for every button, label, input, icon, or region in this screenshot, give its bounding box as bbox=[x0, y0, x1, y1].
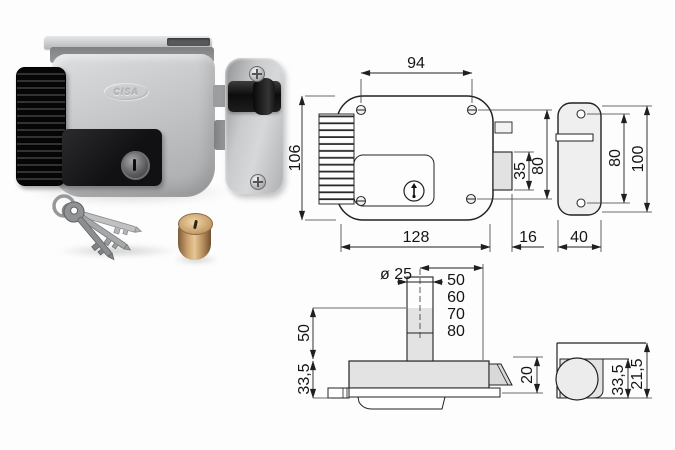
section-cylinder bbox=[406, 276, 434, 362]
screw-top bbox=[249, 66, 265, 82]
dim-keeper-inner: 33,5 bbox=[610, 364, 627, 395]
section-lower-cover bbox=[357, 396, 446, 410]
dim-front-bottom-width: 128 bbox=[403, 229, 430, 246]
dim-front-bolt-height: 35 bbox=[512, 162, 529, 180]
strike-top-drawing: 33,5 21,5 bbox=[555, 342, 652, 401]
lock-coil-cover-ribbed bbox=[16, 67, 66, 186]
cooling-fins bbox=[318, 113, 355, 205]
dim-front-bolt-throw: 16 bbox=[519, 229, 537, 246]
dim-front-height: 106 bbox=[287, 145, 304, 172]
dim-section-bolt: 20 bbox=[519, 366, 536, 384]
brand-emboss: CISA bbox=[104, 83, 148, 100]
keys-shadow bbox=[55, 244, 180, 258]
dim-cylinder-diameter: ø 25 bbox=[380, 266, 412, 283]
dim-keeper-outer: 21,5 bbox=[629, 358, 646, 389]
dim-length-option-1: 50 bbox=[447, 272, 465, 289]
keys-photo bbox=[52, 194, 143, 261]
dim-front-hole-spacing: 80 bbox=[530, 157, 547, 175]
lock-lid-slot bbox=[167, 38, 210, 46]
key-3 bbox=[63, 201, 115, 261]
dim-length-option-3: 70 bbox=[447, 306, 465, 323]
strike-side-drawing: 80 100 40 bbox=[555, 102, 652, 252]
dim-length-option-4: 80 bbox=[447, 323, 465, 340]
screw-bottom bbox=[250, 174, 266, 190]
dim-length-option-2: 60 bbox=[447, 289, 465, 306]
keyhole-slit bbox=[133, 159, 136, 171]
section-base-plate bbox=[348, 387, 501, 398]
dim-front-top-width: 94 bbox=[407, 55, 425, 72]
keeper-roller-symbol bbox=[555, 357, 599, 401]
section-view-drawing: ø 25 50 60 70 80 50 33,5 20 bbox=[296, 264, 543, 410]
front-view-drawing: 94 106 128 16 35 80 bbox=[287, 55, 552, 252]
strike-slot bbox=[555, 133, 594, 142]
dim-section-body-height: 33,5 bbox=[296, 363, 313, 394]
section-bolt bbox=[488, 363, 513, 386]
latch-bolt bbox=[492, 151, 513, 191]
inner-panel bbox=[353, 154, 435, 207]
section-body bbox=[348, 360, 490, 389]
dim-strike-width: 40 bbox=[570, 229, 588, 246]
key-cylinder-photo bbox=[121, 151, 150, 180]
dim-strike-hole-spacing: 80 bbox=[607, 149, 624, 167]
guide-tab bbox=[494, 121, 513, 134]
dim-section-upper: 50 bbox=[296, 324, 313, 342]
brass-cylinder-top bbox=[178, 213, 213, 235]
dim-strike-height: 100 bbox=[630, 146, 647, 173]
cylinder-symbol bbox=[403, 180, 425, 202]
screw-holes bbox=[355, 104, 478, 207]
keeper-roller bbox=[253, 78, 275, 115]
